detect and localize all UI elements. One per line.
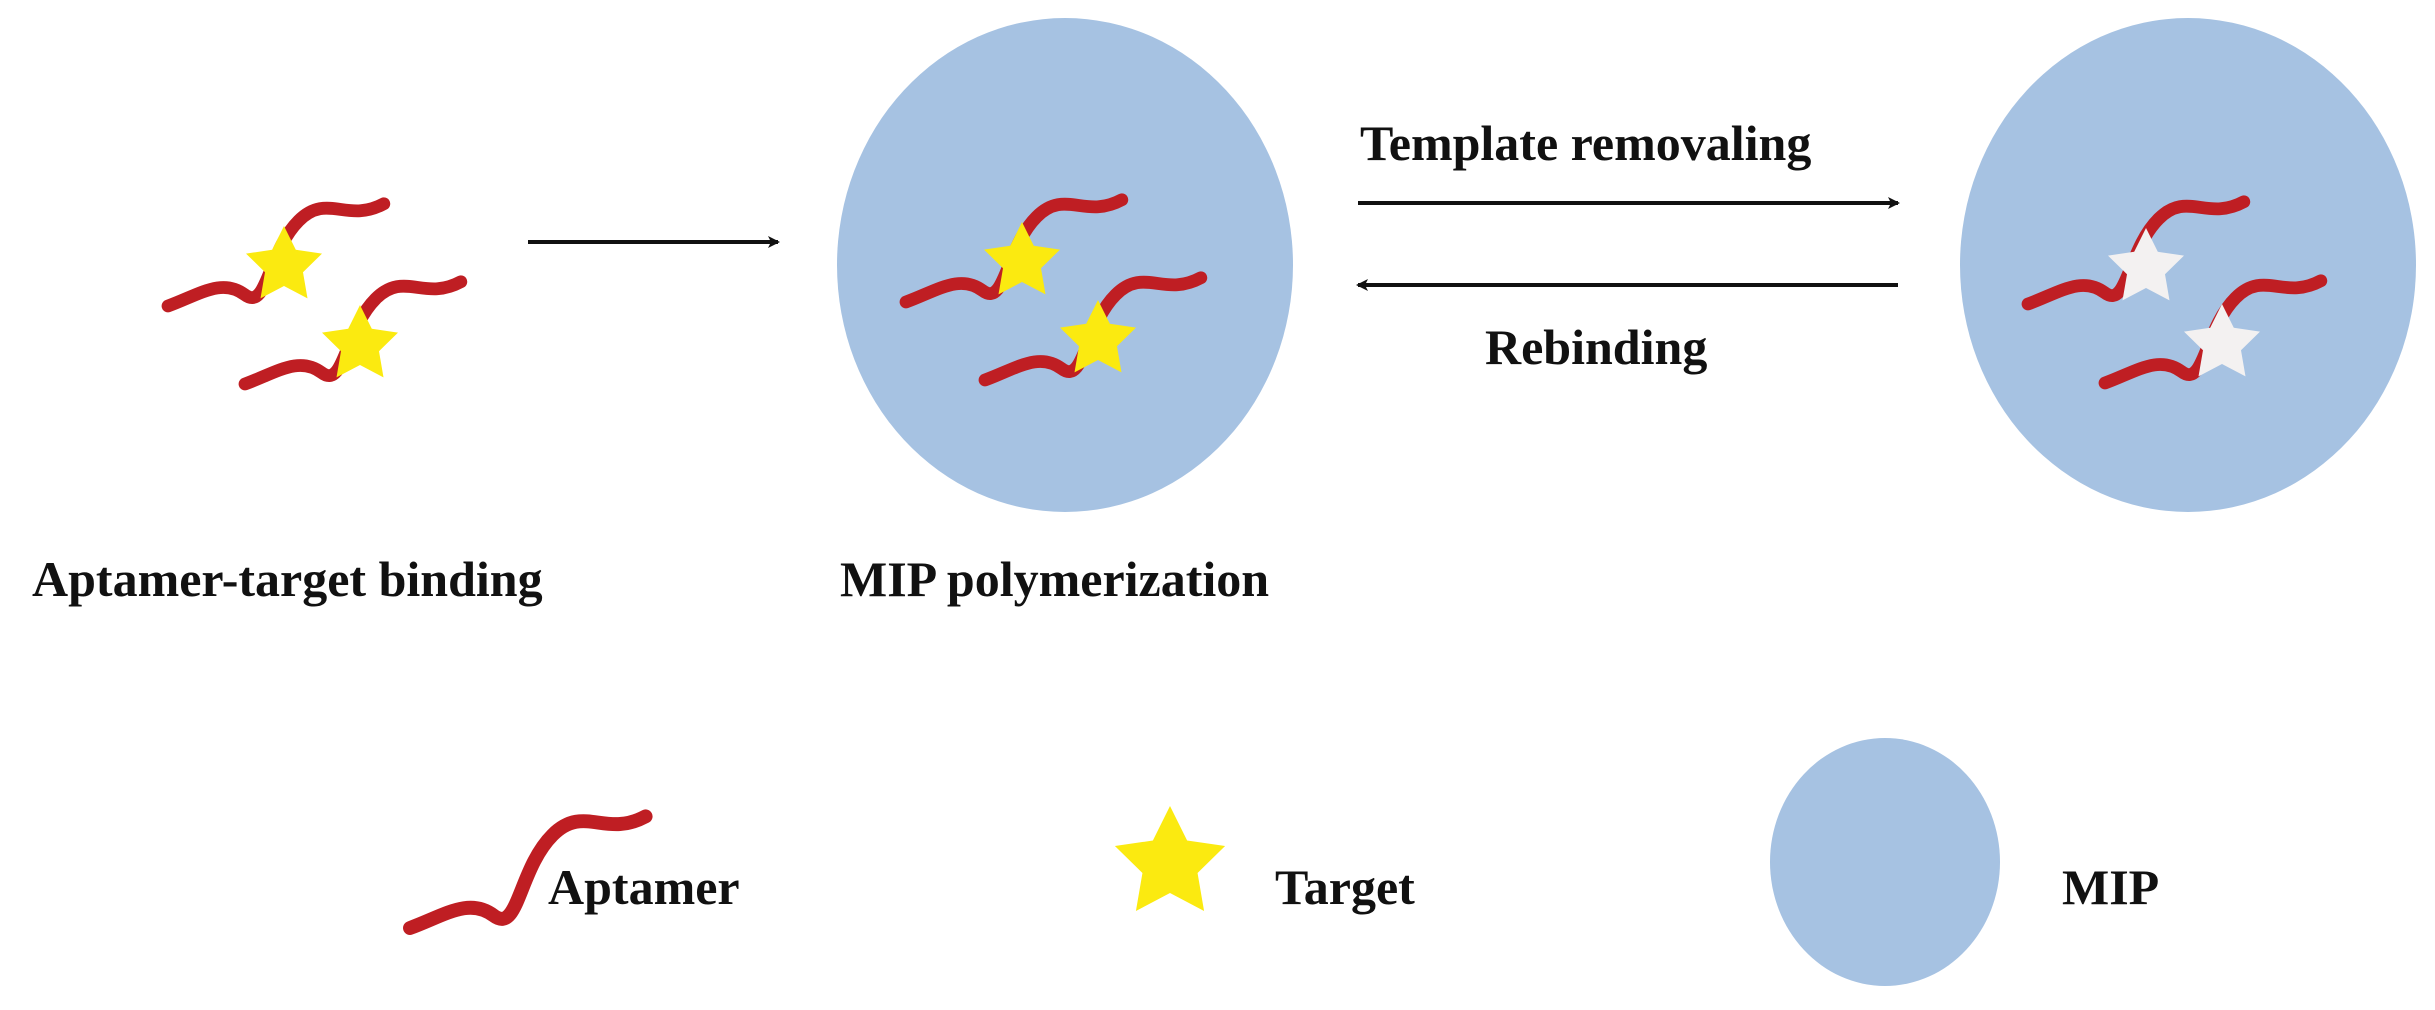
star-icon bbox=[1114, 806, 1226, 911]
mip-with-cavities bbox=[1960, 18, 2416, 512]
legend-label-mip: MIP bbox=[2062, 859, 2159, 915]
legend-item-target: Target bbox=[1114, 806, 1415, 915]
legend-item-mip: MIP bbox=[1770, 738, 2159, 986]
mip-particle bbox=[837, 18, 1293, 512]
circle-icon bbox=[1770, 738, 2000, 986]
mip-polymerization-label: MIP polymerization bbox=[840, 551, 1269, 607]
aptamer-target-binding-label: Aptamer-target binding bbox=[32, 551, 543, 607]
template-removal-label: Template removaling bbox=[1360, 115, 1811, 171]
mip-particle-imprinted bbox=[1960, 18, 2416, 512]
legend-item-aptamer: Aptamer bbox=[410, 816, 740, 928]
legend-label-target: Target bbox=[1275, 859, 1415, 915]
mip-with-template bbox=[837, 18, 1293, 512]
aptamer-target-complex bbox=[168, 204, 461, 384]
legend-label-aptamer: Aptamer bbox=[548, 859, 740, 915]
rebinding-label: Rebinding bbox=[1485, 319, 1707, 375]
legend: Aptamer Target MIP bbox=[410, 738, 2159, 986]
